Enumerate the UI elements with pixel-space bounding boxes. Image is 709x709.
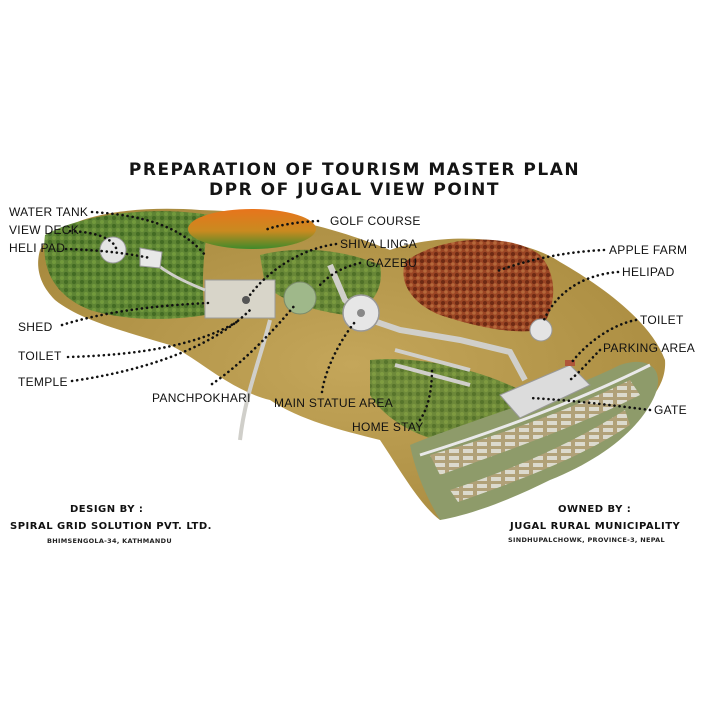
leader-heli-pad — [64, 247, 152, 260]
leader-toilet-right — [570, 318, 638, 364]
label-golf-course: GOLF COURSE — [330, 214, 421, 228]
path-lower — [238, 319, 272, 441]
homestay-rows — [430, 380, 640, 475]
view-deck-circle — [99, 236, 127, 264]
leader-main-statue — [320, 320, 357, 394]
leader-home-stay — [418, 366, 434, 422]
leader-helipad — [542, 270, 620, 322]
map-subtitle: DPR OF JUGAL VIEW POINT — [209, 180, 500, 200]
leader-shed — [60, 301, 210, 327]
label-main-statue-area: MAIN STATUE AREA — [274, 396, 394, 410]
leader-shiva-linga — [248, 242, 338, 297]
label-heli-pad: HELI PAD — [9, 241, 66, 255]
parking-area — [499, 364, 591, 419]
label-panchpokhari: PANCHPOKHARI — [152, 391, 251, 405]
label-helipad: HELIPAD — [622, 265, 675, 279]
leader-parking — [568, 348, 602, 382]
homestay-rows-2 — [450, 410, 630, 502]
leader-view-deck — [68, 229, 118, 250]
panchpokhari-ponds — [283, 281, 317, 315]
helipad-circle — [529, 318, 553, 342]
leader-gazebu — [318, 261, 362, 287]
leader-toilet-left — [66, 318, 242, 359]
leader-water-tank — [90, 210, 207, 257]
label-view-deck: VIEW DECK — [9, 223, 80, 237]
owned-by-heading: OWNED BY : — [558, 504, 632, 515]
owner-name: JUGAL RURAL MUNICIPALITY — [510, 521, 681, 532]
label-toilet-right: TOILET — [640, 313, 684, 327]
leader-apple-farm — [493, 248, 606, 274]
leader-gate — [528, 396, 652, 412]
label-gate: GATE — [654, 403, 687, 417]
designer-address: BHIMSENGOLA-34, KATHMANDU — [47, 537, 172, 545]
label-apple-farm: APPLE FARM — [609, 243, 688, 257]
golf-course — [188, 209, 316, 249]
leader-lines — [60, 210, 652, 422]
forest-left — [44, 211, 210, 319]
label-temple: TEMPLE — [18, 375, 68, 389]
map-title: PREPARATION OF TOURISM MASTER PLAN — [128, 160, 581, 180]
plaza — [204, 279, 276, 319]
main-statue-center — [357, 309, 365, 317]
leader-panchpokhari — [210, 303, 297, 386]
heli-pad-shape — [139, 247, 163, 269]
temple-marker — [242, 296, 250, 304]
path-main — [327, 263, 528, 382]
label-gazebu: GAZEBU — [366, 256, 418, 270]
leader-golf-course — [263, 219, 320, 232]
owner-address: SINDHUPALCHOWK, PROVINCE-3, NEPAL — [508, 536, 665, 544]
label-parking-area: PARKING AREA — [603, 341, 696, 355]
label-toilet-left: TOILET — [18, 349, 62, 363]
label-home-stay: HOME STAY — [352, 420, 424, 434]
label-shiva-linga: SHIVA LINGA — [340, 237, 418, 251]
label-water-tank: WATER TANK — [9, 205, 89, 219]
road — [419, 363, 651, 457]
design-by-heading: DESIGN BY : — [70, 504, 144, 515]
label-shed: SHED — [18, 320, 53, 334]
apple-farm-area — [403, 239, 554, 332]
toilet-right-marker — [565, 360, 575, 366]
designer-name: SPIRAL GRID SOLUTION PVT. LTD. — [10, 521, 212, 532]
